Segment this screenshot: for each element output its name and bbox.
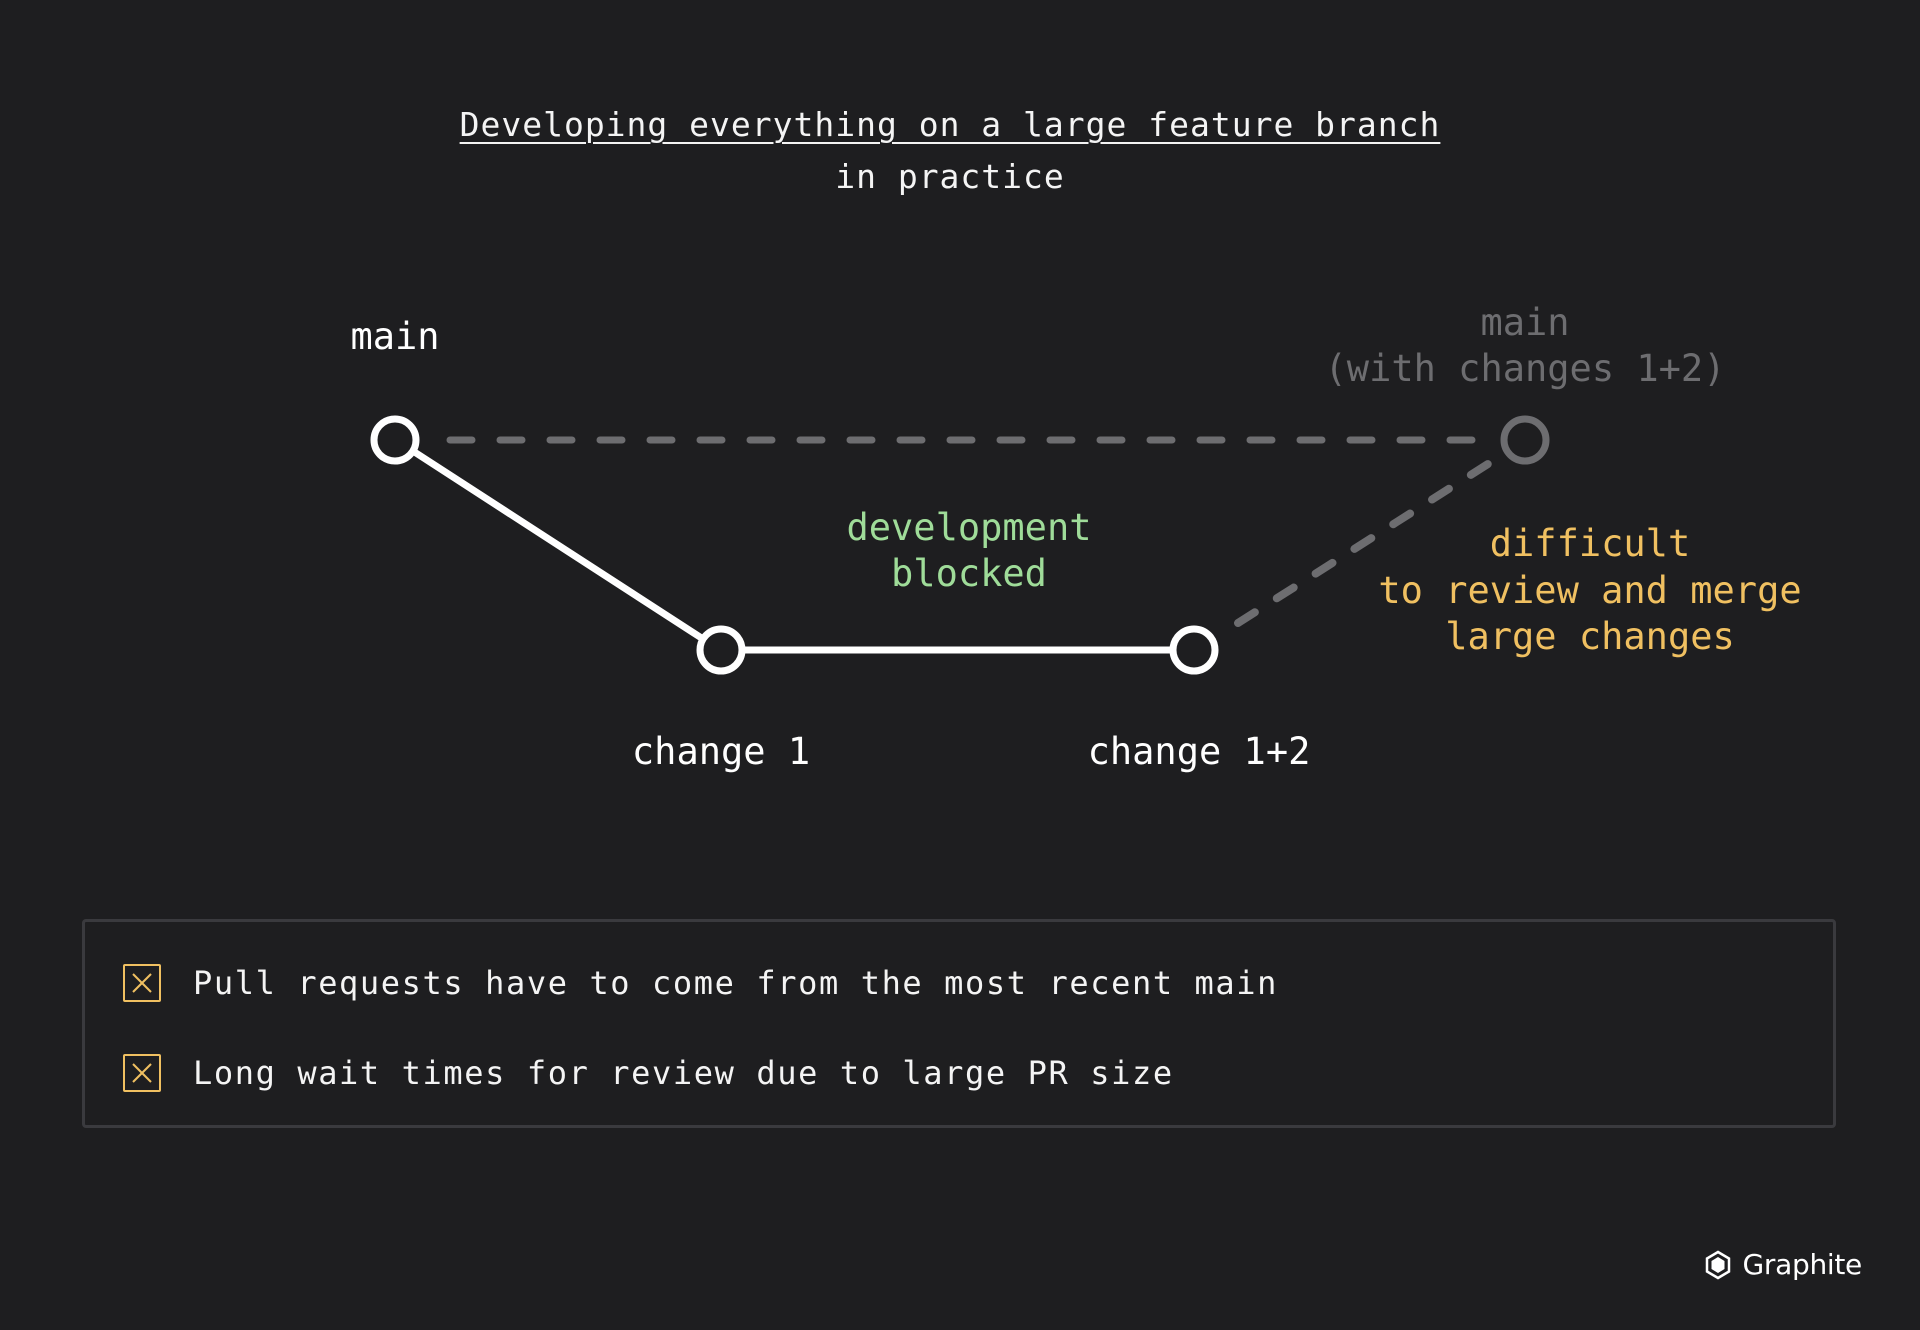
feature-branch-line bbox=[412, 449, 707, 643]
difficult-annotation-line2: to review and merge bbox=[1378, 569, 1801, 612]
blocked-annotation-line1: development bbox=[846, 506, 1091, 549]
merge-dashed-line bbox=[1234, 451, 1506, 627]
main-node-label: main bbox=[350, 315, 439, 358]
diagram-subtitle: in practice bbox=[835, 157, 1065, 196]
main-future-label-line2: (with changes 1+2) bbox=[1325, 347, 1726, 390]
legend-item-text: Pull requests have to come from the most… bbox=[193, 964, 1279, 1002]
branch-diagram: main change 1 change 1+2 main (with chan… bbox=[147, 301, 1802, 773]
legend-item-text: Long wait times for review due to large … bbox=[193, 1054, 1174, 1092]
change-1-node bbox=[696, 625, 746, 675]
x-box-icon bbox=[123, 1054, 161, 1092]
blocked-annotation-line2: blocked bbox=[891, 552, 1047, 595]
legend-item: Pull requests have to come from the most… bbox=[123, 964, 1278, 1002]
brand-name: Graphite bbox=[1742, 1248, 1863, 1281]
main-commit-node bbox=[370, 415, 420, 465]
difficult-annotation-line3: large changes bbox=[1445, 615, 1735, 658]
change-1-2-node bbox=[1169, 625, 1219, 675]
drawbacks-legend: Pull requests have to come from the most… bbox=[82, 919, 1836, 1128]
brand: Graphite bbox=[1703, 1248, 1862, 1281]
main-future-node bbox=[1500, 415, 1550, 465]
change-1-2-label: change 1+2 bbox=[1088, 730, 1311, 773]
difficult-annotation-line1: difficult bbox=[1490, 522, 1690, 565]
diagram-title: Developing everything on a large feature… bbox=[459, 105, 1441, 144]
change-1-label: change 1 bbox=[632, 730, 810, 773]
main-future-label-line1: main bbox=[1480, 301, 1569, 344]
x-box-icon bbox=[123, 964, 161, 1002]
graphite-logo-icon bbox=[1703, 1250, 1733, 1280]
legend-item: Long wait times for review due to large … bbox=[123, 1054, 1174, 1092]
